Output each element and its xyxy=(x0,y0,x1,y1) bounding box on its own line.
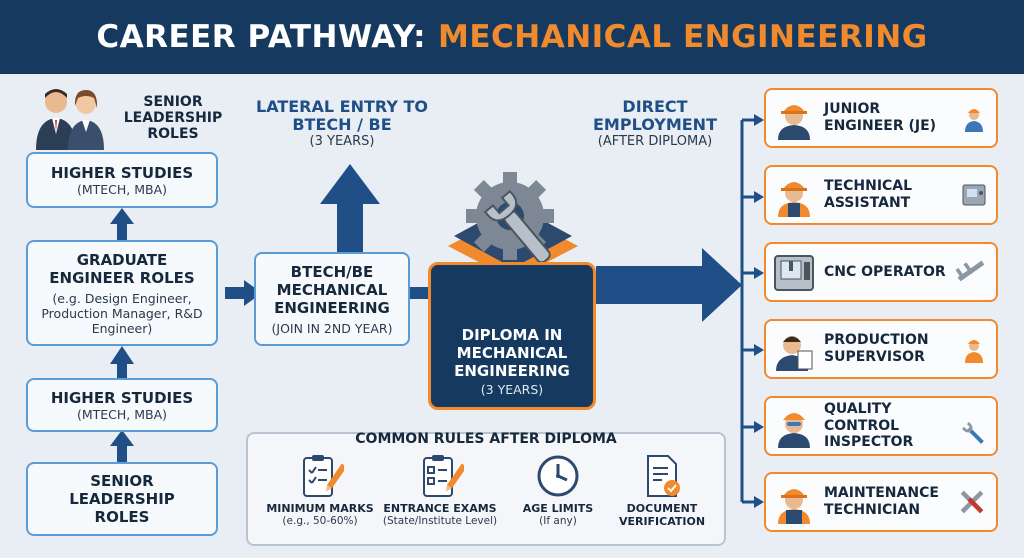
graduate-roles-box: GRADUATE ENGINEER ROLES (e.g. Design Eng… xyxy=(26,240,218,346)
btech-sub: (JOIN IN 2ND YEAR) xyxy=(271,320,393,336)
leadership-top-label: SENIOR LEADERSHIP ROLES xyxy=(123,94,223,143)
document-check-icon xyxy=(647,455,680,497)
rule-sub: (State/Institute Level) xyxy=(382,515,498,528)
mini-worker-icon xyxy=(965,109,983,132)
wrench-icon xyxy=(961,421,984,444)
career-maintenance-technician: MAINTENANCE TECHNICIAN xyxy=(764,472,998,532)
senior-leadership-title: SENIOR LEADERSHIP ROLES xyxy=(69,472,175,526)
direct-employment-label: DIRECT EMPLOYMENT (AFTER DIPLOMA) xyxy=(580,97,730,150)
inspector-avatar-icon xyxy=(778,413,810,448)
page-title: CAREER PATHWAY: MECHANICAL ENGINEERING xyxy=(0,0,1024,74)
diploma-sub: (3 YEARS) xyxy=(480,382,544,397)
career-cnc-operator: CNC OPERATOR xyxy=(764,242,998,302)
career-label: JUNIOR ENGINEER (JE) xyxy=(824,101,937,134)
direct-employment-sub: (AFTER DIPLOMA) xyxy=(597,133,713,149)
rule-title: AGE LIMITS xyxy=(522,502,594,515)
tools-icon xyxy=(960,490,984,514)
btech-box: BTECH/BE MECHANICAL ENGINEERING (JOIN IN… xyxy=(254,252,410,346)
title-part1: CAREER PATHWAY: xyxy=(96,19,426,55)
higher-studies-top-box: HIGHER STUDIES (MTECH, MBA) xyxy=(26,152,218,208)
graduate-roles-title: GRADUATE ENGINEER ROLES xyxy=(49,250,195,287)
rule-sub: (If any) xyxy=(539,515,577,528)
rule-title: ENTRANCE EXAMS xyxy=(383,502,497,515)
rule-document-verification: DOCUMENT VERIFICATION xyxy=(602,452,722,528)
engineer-avatar-icon xyxy=(778,105,810,140)
common-rules-panel: COMMON RULES AFTER DIPLOMA MINIMUM MARKS… xyxy=(246,431,726,546)
career-label: QUALITY CONTROL INSPECTOR xyxy=(824,400,914,451)
exam-clipboard-icon xyxy=(423,455,464,497)
direct-employment-title: DIRECT EMPLOYMENT xyxy=(593,97,717,135)
senior-leadership-box: SENIOR LEADERSHIP ROLES xyxy=(26,462,218,536)
clock-icon xyxy=(537,455,579,497)
machine-icon xyxy=(962,184,986,206)
title-part2: MECHANICAL ENGINEERING xyxy=(437,19,928,55)
maintenance-avatar-icon xyxy=(778,489,810,524)
graduate-roles-sub: (e.g. Design Engineer, Production Manage… xyxy=(41,290,203,336)
rule-title: DOCUMENT VERIFICATION xyxy=(618,502,706,529)
lateral-entry-sub: (3 YEARS) xyxy=(309,133,375,149)
career-label: CNC OPERATOR xyxy=(824,263,946,280)
common-rules-title: COMMON RULES AFTER DIPLOMA xyxy=(355,431,617,447)
rule-title: MINIMUM MARKS xyxy=(266,502,374,515)
lateral-entry-label: LATERAL ENTRY TO BTECH / BE (3 YEARS) xyxy=(254,97,430,150)
rule-entrance-exams: ENTRANCE EXAMS (State/Institute Level) xyxy=(380,452,500,528)
caliper-icon xyxy=(955,260,985,282)
checklist-pencil-icon xyxy=(303,455,344,497)
career-production-supervisor: PRODUCTION SUPERVISOR xyxy=(764,319,998,379)
career-label: MAINTENANCE TECHNICIAN xyxy=(824,485,939,518)
rule-age-limits: AGE LIMITS (If any) xyxy=(498,452,618,528)
diploma-title: DIPLOMA IN MECHANICAL ENGINEERING xyxy=(454,326,570,380)
career-technical-assistant: TECHNICAL ASSISTANT xyxy=(764,165,998,225)
higher-studies-top-title: HIGHER STUDIES xyxy=(50,163,194,182)
btech-title: BTECH/BE MECHANICAL ENGINEERING xyxy=(274,262,390,317)
higher-studies-top-sub: (MTECH, MBA) xyxy=(76,181,168,197)
higher-studies-bottom-sub: (MTECH, MBA) xyxy=(76,406,168,422)
lateral-entry-title: LATERAL ENTRY TO BTECH / BE xyxy=(256,97,428,135)
rule-minimum-marks: MINIMUM MARKS (e.g., 50-60%) xyxy=(260,452,380,528)
cnc-machine-icon xyxy=(774,255,814,291)
higher-studies-bottom-box: HIGHER STUDIES (MTECH, MBA) xyxy=(26,378,218,432)
diploma-box: DIPLOMA IN MECHANICAL ENGINEERING (3 YEA… xyxy=(428,262,596,410)
higher-studies-bottom-title: HIGHER STUDIES xyxy=(50,388,194,407)
leadership-people-icon xyxy=(36,89,104,150)
technician-avatar-icon xyxy=(778,182,810,217)
career-label: PRODUCTION SUPERVISOR xyxy=(824,332,929,365)
career-junior-engineer: JUNIOR ENGINEER (JE) xyxy=(764,88,998,148)
career-label: TECHNICAL ASSISTANT xyxy=(824,178,913,211)
mini-worker-icon xyxy=(965,340,983,363)
supervisor-avatar-icon xyxy=(776,336,813,371)
career-quality-control-inspector: QUALITY CONTROL INSPECTOR xyxy=(764,396,998,456)
rule-sub: (e.g., 50-60%) xyxy=(282,515,358,528)
